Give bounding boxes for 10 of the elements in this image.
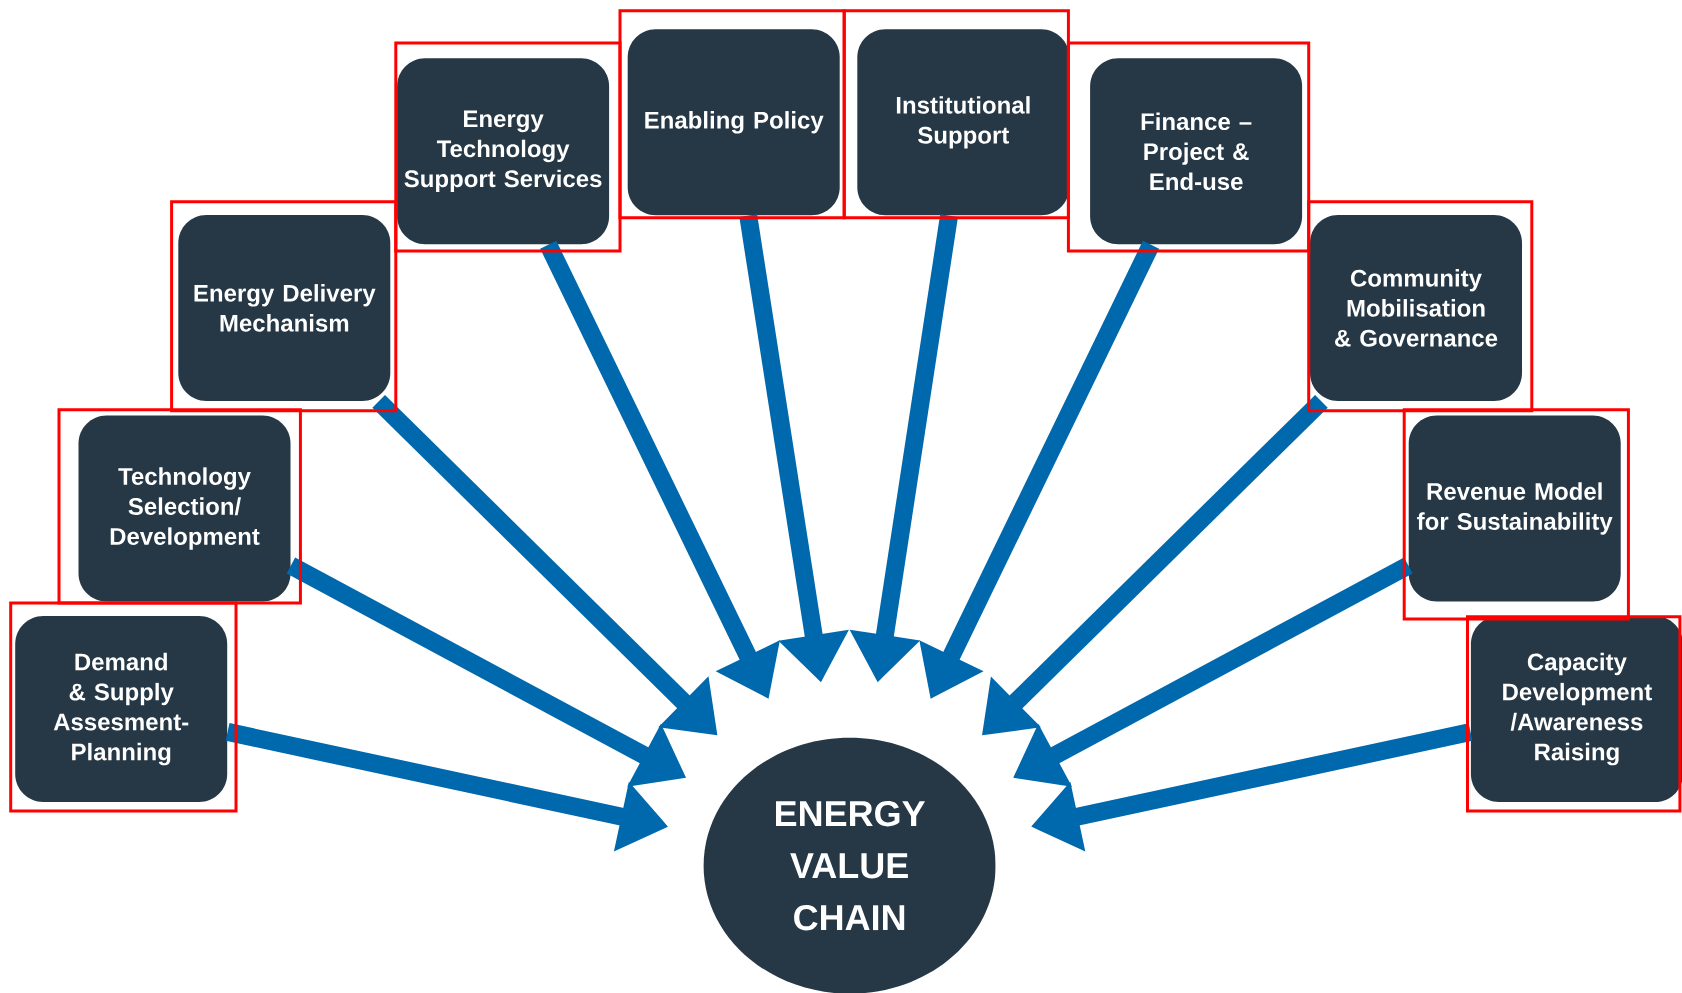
process-box: Energy Technology Support Services <box>397 58 610 245</box>
process-box: Technology Selection/ Development <box>78 415 291 602</box>
process-box: Institutional Support <box>857 29 1070 216</box>
process-box: Demand & Supply Assesment-Planning <box>15 616 228 803</box>
process-box: Enabling Policy <box>627 29 840 216</box>
process-box: Revenue Model for Sustainability <box>1408 415 1621 602</box>
process-box: Energy Delivery Mechanism <box>178 214 391 401</box>
process-box: Community Mobilisation & Governance <box>1310 214 1522 401</box>
process-box: Finance – Project & End-use <box>1090 58 1303 245</box>
process-box: Capacity Development /Awareness Raising <box>1470 616 1682 803</box>
